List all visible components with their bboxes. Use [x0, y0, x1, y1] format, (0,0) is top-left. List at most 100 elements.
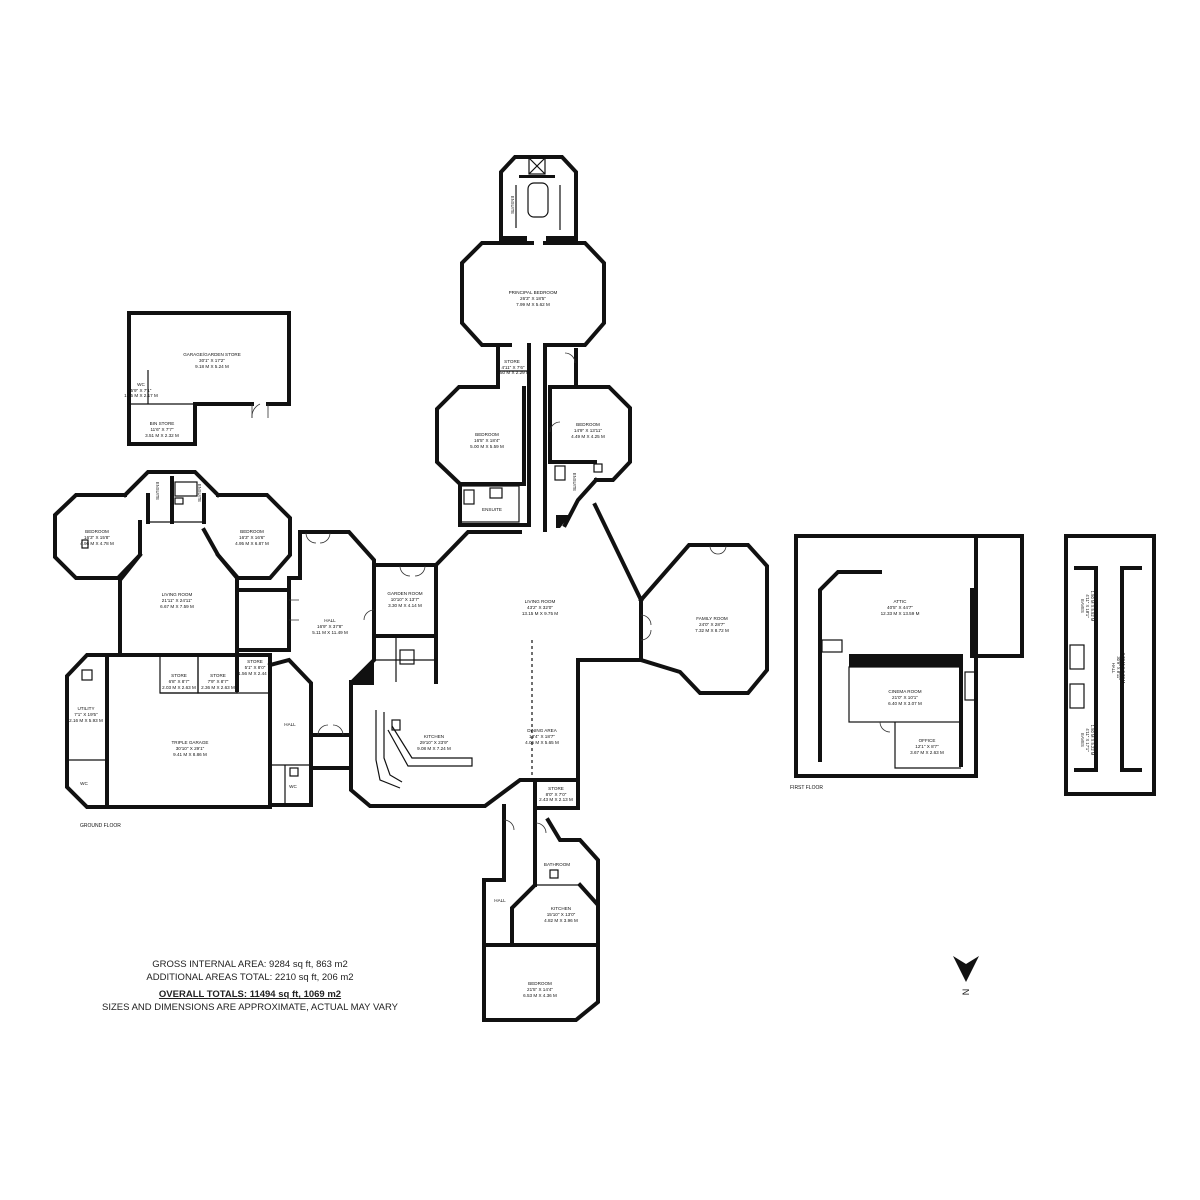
bedroom-ne-name: BEDROOM [576, 422, 600, 427]
living-room-main-name: LIVING ROOM [525, 599, 556, 604]
office-name: OFFICE [919, 738, 936, 743]
principal-ensuite: ENSUITE [499, 155, 578, 244]
store-4-name: STORE [548, 786, 564, 791]
wc-garage-metric: 1.75 M X 2.17 M [124, 393, 158, 398]
utility-metric: 2.16 M X 5.93 M [69, 718, 103, 723]
bedroom-w2-metric: 4.95 M X 6.87 M [235, 541, 269, 546]
bedroom-ne-imperial: 14'9" X 13'11" [574, 428, 603, 433]
living-room-main-metric: 13.15 M X 9.75 M [522, 611, 558, 616]
garage-store-name: GARAGE/GARDEN STORE [183, 352, 241, 357]
bedroom-w1-metric: 4.96 M X 4.78 M [80, 541, 114, 546]
bedroom-nw-imperial: 16'5" X 18'4" [474, 438, 500, 443]
principal-bedroom-metric: 7.99 M X 5.62 M [516, 302, 550, 307]
hall-annex-name: HALL [494, 898, 506, 903]
living-room-w-metric: 6.67 M X 7.59 M [160, 604, 194, 609]
hall-main-name: HALL [324, 618, 336, 623]
first-floor-label: FIRST FLOOR [790, 785, 823, 791]
kitchen-main-name: KITCHEN [424, 734, 444, 739]
north-label: N [961, 989, 971, 996]
main-living-kitchen-dining: LIVING ROOM 43'2" X 32'0" 13.15 M X 9.75… [349, 502, 644, 810]
ensuite-w1-label: ENSUITE [155, 482, 160, 500]
family-room: FAMILY ROOM 24'0" X 28'7" 7.32 M X 8.72 … [638, 543, 769, 695]
utility-imperial: 7'1" X 19'5" [74, 712, 98, 717]
store-top-metric: 1.50 M X 2.29 M [496, 370, 530, 375]
living-room-w-imperial: 21'11" X 24'11" [162, 598, 193, 603]
first-floor-attic: ATTIC 40'5" X 44'7" 12.33 M X 13.59 M CI… [794, 534, 1024, 778]
bedroom-w2-imperial: 16'3" X 16'6" [239, 535, 265, 540]
bedroom-annex-name: BEDROOM [528, 981, 552, 986]
attic-imperial: 40'5" X 44'7" [887, 605, 913, 610]
triple-garage-metric: 9.41 M X 8.86 M [173, 752, 207, 757]
annex: BATHROOM HALL KITCHEN 15'10" X 13'0" 4.8… [482, 804, 600, 1022]
store-1-imperial: 6'8" X 8'7" [169, 679, 190, 684]
overall-totals: OVERALL TOTALS: 11494 sq ft, 1069 m2 [158, 989, 342, 1000]
kitchen-main-imperial: 29'10" X 23'9" [420, 740, 449, 745]
ground-floor-label: GROUND FLOOR [80, 823, 121, 829]
garden-room-imperial: 10'10" X 13'7" [391, 597, 420, 602]
family-room-imperial: 24'0" X 28'7" [699, 622, 725, 627]
hall-main-metric: 5.11 M X 11.49 M [312, 630, 348, 635]
kitchen-annex-metric: 4.82 M X 3.96 M [544, 918, 578, 923]
store-2-metric: 2.36 M X 2.63 M [201, 685, 235, 690]
store-4-metric: 2.43 M X 2.13 M [539, 797, 573, 802]
bin-store-metric: 3.51 M X 2.32 M [145, 433, 179, 438]
kitchen-annex-name: KITCHEN [551, 906, 571, 911]
store-3-metric: 1.56 M X 2.44 M [238, 671, 272, 676]
kitchen-annex-imperial: 15'10" X 13'0" [547, 912, 576, 917]
wc-garage-imperial: 5'9" X 7'1" [131, 388, 152, 393]
garage-garden-store: GARAGE/GARDEN STORE 30'1" X 17'2" 9.18 M… [124, 311, 291, 446]
hall-main-imperial: 16'9" X 37'8" [317, 624, 343, 629]
bedroom-w1-name: BEDROOM [85, 529, 109, 534]
ensuite-w2-label: ENSUITE [197, 484, 202, 502]
cinema-room-metric: 6.40 M X 3.07 M [888, 701, 922, 706]
bin-store-name: BIN STORE [150, 421, 175, 426]
wc-garage-name: WC [137, 382, 145, 387]
store-2-name: STORE [210, 673, 226, 678]
store-2-imperial: 7'9" X 8'7" [208, 679, 229, 684]
office-metric: 3.67 M X 2.63 M [910, 750, 944, 755]
first-floor-narrow-wing: EAVES4'11" X 18'1"1.50 M X 5.52 M HALL30… [1064, 534, 1156, 796]
utility-garage-wing: UTILITY 7'1" X 19'5" 2.16 M X 5.93 M WC … [65, 653, 353, 809]
bedroom-ne-metric: 4.49 M X 4.25 M [571, 434, 605, 439]
hall-side-name: HALL [284, 722, 296, 727]
additional-areas: ADDITIONAL AREAS TOTAL: 2210 sq ft, 206 … [146, 972, 354, 983]
principal-bedroom-name: PRINCIPAL BEDROOM [509, 290, 558, 295]
store-1-name: STORE [171, 673, 187, 678]
cinema-room-name: CINEMA ROOM [888, 689, 921, 694]
cinema-room-imperial: 21'0" X 10'1" [892, 695, 918, 700]
utility-name: UTILITY [77, 706, 94, 711]
dining-area-name: DINING AREA [527, 728, 558, 733]
wc-utility-name: WC [80, 781, 88, 786]
wc-side-name: WC [289, 784, 297, 789]
hall-ff-label: HALL30'9" X 8'11"2.72 M X 9.37 M [1111, 653, 1126, 684]
bedroom-w1-imperial: 16'3" X 15'8" [84, 535, 110, 540]
bedroom-centre-west: BEDROOM 16'5" X 18'4" 5.00 M X 5.59 M EN… [435, 385, 526, 527]
bedroom-w2-name: BEDROOM [240, 529, 264, 534]
eaves-2-label: EAVES4'11" X 17'1"1.50 M X 5.22 M [1080, 725, 1095, 756]
bathroom-name: BATHROOM [544, 862, 570, 867]
office-imperial: 12'1" X 8'7" [915, 744, 939, 749]
disclaimer: SIZES AND DIMENSIONS ARE APPROXIMATE, AC… [102, 1002, 398, 1013]
attic-metric: 12.33 M X 13.59 M [881, 611, 920, 616]
bedroom-centre-east: BEDROOM 14'9" X 13'11" 4.49 M X 4.25 M E… [548, 385, 632, 528]
principal-bedroom: PRINCIPAL BEDROOM 26'3" X 18'5" 7.99 M X… [460, 241, 606, 347]
dining-area-imperial: 13'4" X 18'7" [529, 734, 555, 739]
store-3-imperial: 5'1" X 8'0" [245, 665, 266, 670]
ensuite-b-label: ENSUITE [572, 473, 577, 491]
area-totals: GROSS INTERNAL AREA: 9284 sq ft, 863 m2 … [100, 958, 400, 1014]
garage-store-metric: 9.18 M X 5.24 M [195, 364, 229, 369]
kitchen-main-metric: 9.08 M X 7.24 M [417, 746, 451, 751]
bedroom-nw-metric: 5.00 M X 5.59 M [470, 444, 504, 449]
eaves-1-label: EAVES4'11" X 18'1"1.50 M X 5.52 M [1080, 591, 1095, 622]
main-hall: HALL 16'9" X 37'8" 5.11 M X 11.49 M [287, 530, 376, 685]
gross-internal-area: GROSS INTERNAL AREA: 9284 sq ft, 863 m2 [152, 959, 348, 970]
garden-room-metric: 3.30 M X 4.14 M [388, 603, 422, 608]
attic-name: ATTIC [894, 599, 908, 604]
family-room-metric: 7.32 M X 8.72 M [695, 628, 729, 633]
bin-store-imperial: 11'6" X 7'7" [150, 427, 173, 432]
living-room-main-imperial: 43'2" X 32'0" [527, 605, 553, 610]
store-4-imperial: 8'0" X 7'0" [546, 792, 567, 797]
garage-store-imperial: 30'1" X 17'2" [199, 358, 225, 363]
triple-garage-name: TRIPLE GARAGE [171, 740, 208, 745]
